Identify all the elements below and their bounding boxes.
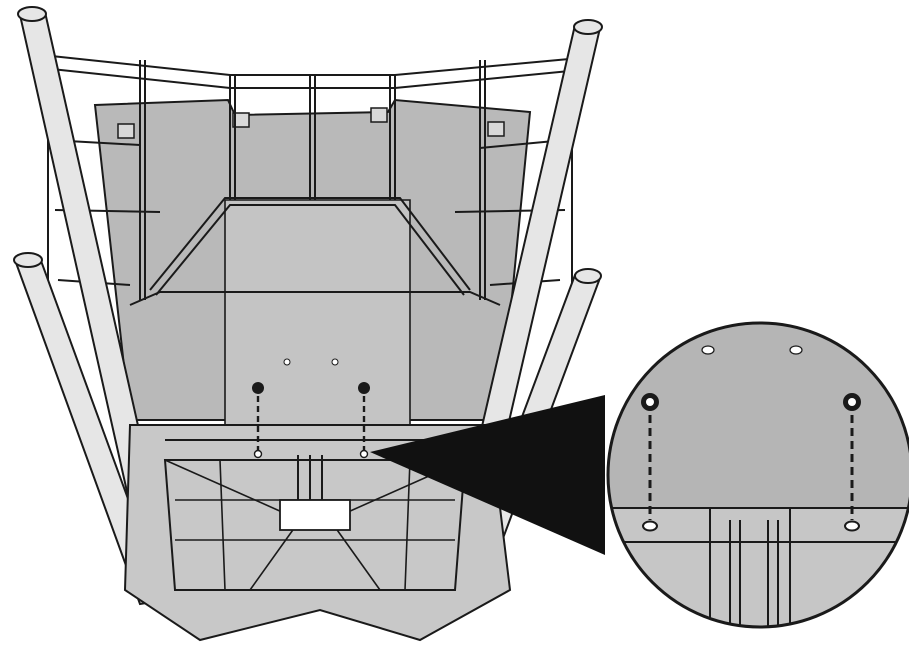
- detail-fastener-left: [641, 393, 659, 532]
- screw-hole: [642, 520, 658, 532]
- screw-icon: [358, 382, 370, 394]
- screw-hole: [359, 449, 369, 459]
- rear-panel: [93, 98, 532, 446]
- screw-hole: [253, 449, 263, 459]
- leg-cap-front-left: [13, 252, 43, 268]
- leg-cap-back-left: [17, 6, 47, 22]
- fastener-right: [358, 382, 370, 459]
- detail-magnifier: [606, 321, 909, 629]
- callout-pointer: [370, 395, 605, 555]
- base-tray: [123, 424, 512, 642]
- detail-fastener-right: [843, 393, 861, 532]
- fastener-left: [252, 382, 264, 459]
- leg-cap-front-right: [574, 268, 602, 284]
- screw-icon: [252, 382, 264, 394]
- leg-cap-back-right: [573, 19, 603, 35]
- screw-hole: [844, 520, 860, 532]
